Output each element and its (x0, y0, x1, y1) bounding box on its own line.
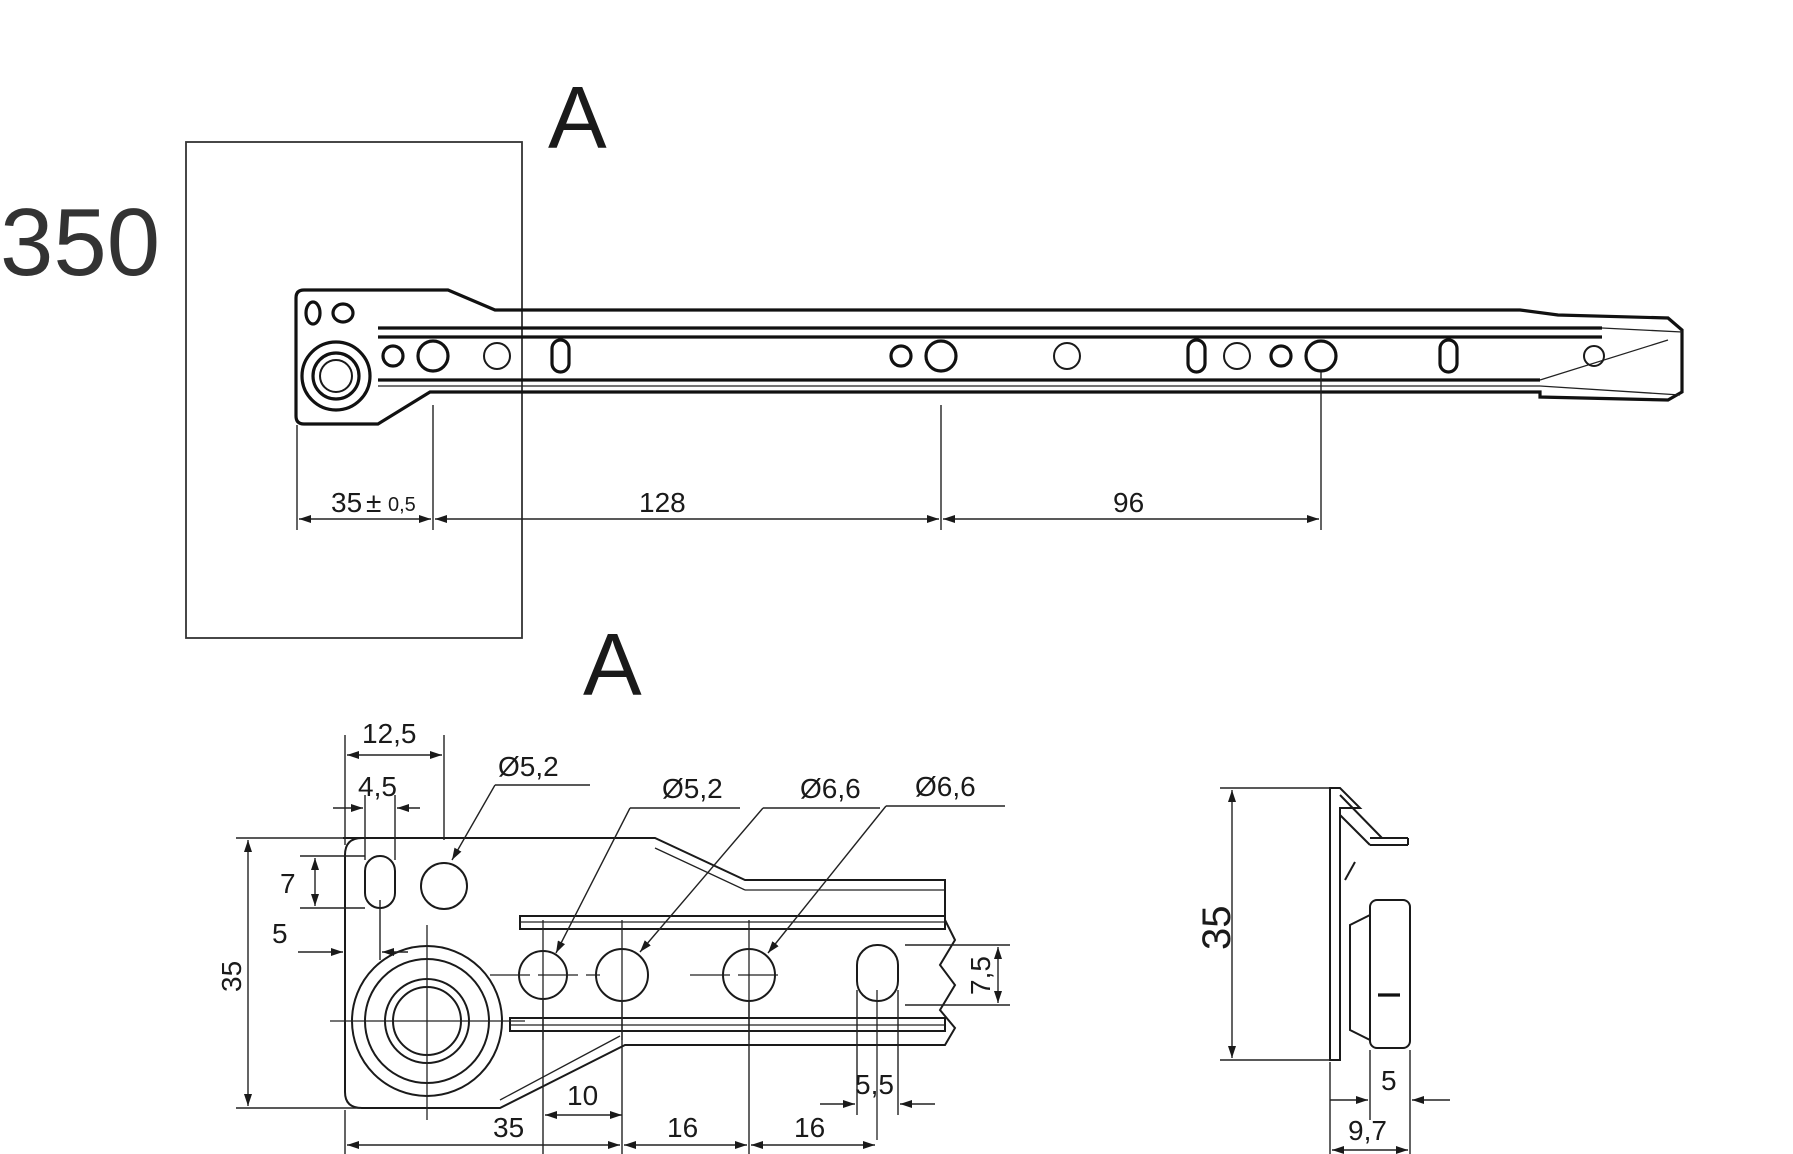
dim-35-tolerance: 0,5 (388, 494, 416, 516)
dim-hole-6-6-b: Ø6,6 (915, 771, 976, 802)
dim-10: 10 (567, 1080, 598, 1111)
dim-5: 5 (272, 918, 288, 949)
detail-part (330, 837, 957, 1140)
dim-35-bottom: 35 (493, 1112, 524, 1143)
detail-marker-a: A (548, 68, 607, 167)
side-dim-5: 5 (1381, 1065, 1397, 1096)
dim-35: 35 (331, 487, 362, 518)
dim-5-5: 5,5 (855, 1069, 894, 1100)
side-dim-9-7: 9,7 (1348, 1115, 1387, 1146)
detail-title-a: A (583, 615, 642, 714)
side-dim-35: 35 (1195, 906, 1239, 951)
side-view: 35 5 9,7 (1195, 787, 1450, 1154)
dim-16-a: 16 (667, 1112, 698, 1143)
dim-128: 128 (639, 487, 686, 518)
dim-hole-5-2: Ø5,2 (662, 773, 723, 804)
dim-12-5: 12,5 (362, 718, 417, 749)
dim-96: 96 (1113, 487, 1144, 518)
dim-7-5: 7,5 (965, 956, 996, 995)
top-view: 350 A (0, 68, 1684, 639)
detail-view-a: A (216, 615, 1010, 1154)
dim-4-5: 4,5 (358, 771, 397, 802)
side-profile (1329, 787, 1411, 1061)
dim-35-vertical: 35 (216, 961, 247, 992)
dim-hole-5-2-upper: Ø5,2 (498, 751, 559, 782)
detail-dimensions: 12,5 4,5 7 5 35 Ø5,2 (216, 718, 1010, 1154)
dim-35-pm: ± (366, 487, 381, 518)
detail-frame (185, 141, 523, 639)
side-dimensions: 35 5 9,7 (1195, 787, 1450, 1154)
drawer-runner (294, 288, 1684, 426)
dim-7: 7 (280, 868, 296, 899)
top-dimensions: 35 ± 0,5 128 96 (296, 372, 1322, 530)
dim-hole-6-6-a: Ø6,6 (800, 773, 861, 804)
length-label: 350 (0, 189, 160, 296)
dim-16-b: 16 (794, 1112, 825, 1143)
